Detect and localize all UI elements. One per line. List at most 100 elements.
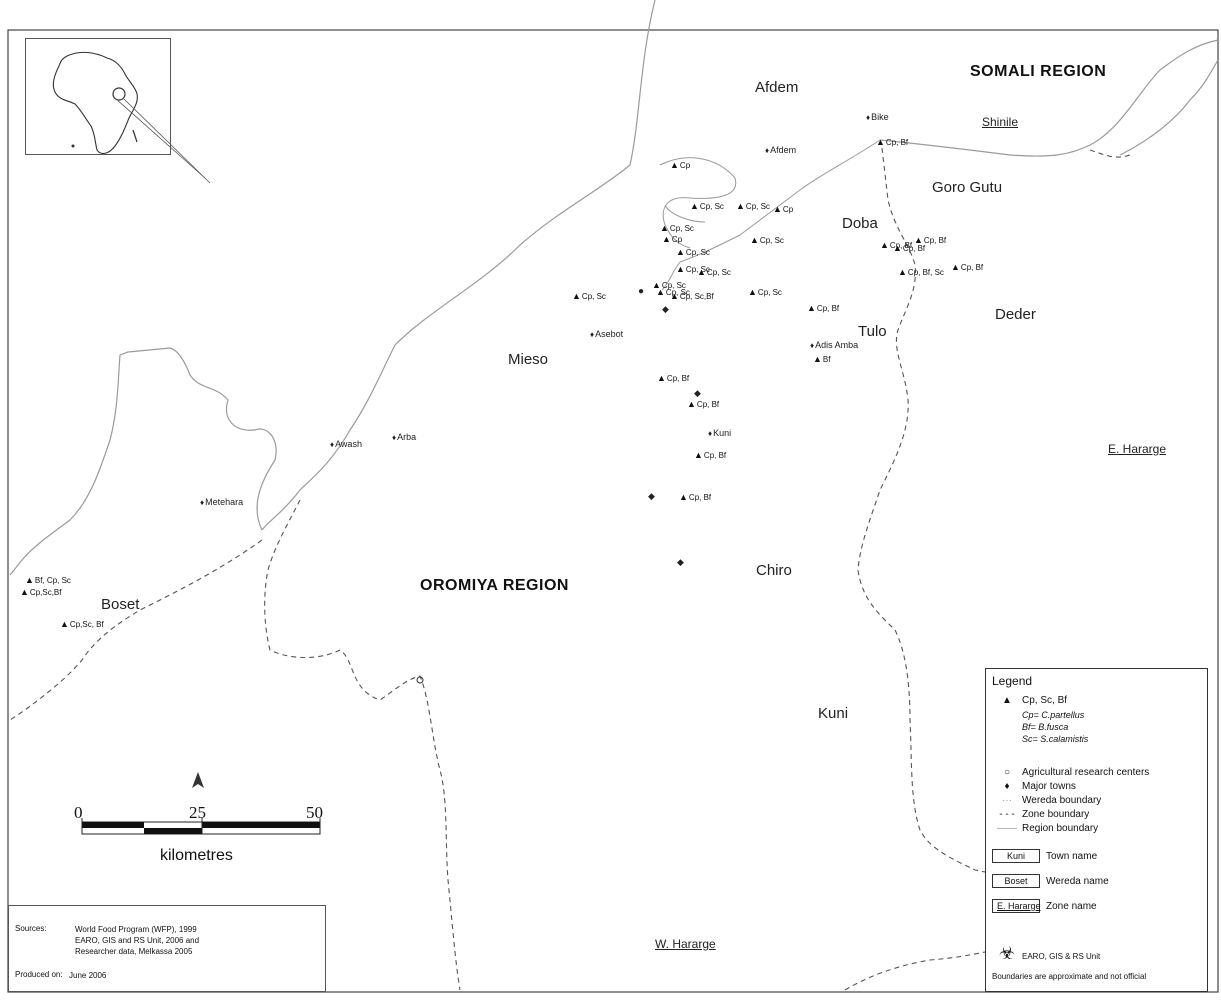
legend-zone-boundary-row: - - -Zone boundary — [992, 809, 1089, 820]
legend-disclaimer: Boundaries are approximate and not offic… — [992, 972, 1147, 981]
sample-site: Cp, Sc — [697, 268, 731, 277]
produced-value: June 2006 — [69, 971, 107, 980]
wereda-label-doba: Doba — [842, 215, 878, 232]
sample-site: Cp, Sc — [676, 248, 710, 257]
scale-bar: 0 25 50 kilometres — [74, 770, 323, 870]
wereda-label-kuni: Kuni — [818, 705, 849, 722]
sources-box: Sources: World Food Program (WFP), 1999 … — [8, 905, 326, 992]
sample-site: Cp, Sc — [736, 202, 770, 211]
sample-site: Cp, Sc — [652, 281, 686, 290]
sample-site: Cp, Bf — [694, 451, 726, 460]
sample-site: Cp, Sc — [572, 292, 606, 301]
zone-boundary-southwest — [9, 539, 263, 721]
zone-boundary-south — [844, 951, 986, 991]
sample-site: Cp, Sc — [656, 288, 690, 297]
sample-site: Cp, Bf — [807, 304, 839, 313]
town-marker: ◆ — [694, 388, 701, 398]
dashed-line-icon: - - - — [999, 809, 1015, 820]
legend-wereda-boundary-row: ···Wereda boundary — [992, 795, 1101, 806]
legend-research-row: ○Agricultural research centers — [992, 767, 1149, 778]
legend-bf-definition: Bf= B.fusca — [1022, 722, 1069, 732]
sources-line-1: World Food Program (WFP), 1999 — [75, 925, 197, 934]
zone-boundary-west — [264, 499, 461, 991]
sample-site: Cp,Sc, Bf — [60, 620, 104, 629]
produced-label: Produced on: — [15, 970, 63, 979]
sources-line-2: EARO, GIS and RS Unit, 2006 and — [75, 936, 200, 945]
sample-site: Cp, Bf — [687, 400, 719, 409]
region-boundary-main — [261, 0, 656, 531]
research-center-marker — [416, 676, 424, 684]
sample-site: Cp, Sc — [660, 224, 694, 233]
scale-tick-50: 50 — [306, 803, 323, 822]
region-label-oromiya: OROMIYA REGION — [420, 577, 569, 594]
town-marker: ◆ — [648, 491, 655, 501]
north-arrow-icon — [192, 772, 204, 788]
sample-site: Cp, Bf — [893, 244, 925, 253]
sample-site: Bf, Cp, Sc — [25, 576, 71, 585]
scale-tick-25: 25 — [189, 803, 206, 822]
legend-region-boundary-row: ——Region boundary — [992, 823, 1098, 834]
scale-unit: kilometres — [160, 847, 233, 864]
sample-site: Cp — [773, 205, 793, 214]
town-metehara: Metehara — [200, 498, 243, 507]
legend-sc-definition: Sc= S.calamistis — [1022, 734, 1089, 744]
town-afdem: Afdem — [765, 146, 796, 155]
zone-label-e-hararge: E. Hararge — [1108, 442, 1167, 456]
town-marker: ● — [638, 286, 645, 297]
sample-site: Cp, Sc — [750, 236, 784, 245]
sample-site: Cp, Bf — [679, 493, 711, 502]
wereda-label-goro-gutu: Goro Gutu — [932, 179, 1003, 196]
wereda-label-boset: Boset — [101, 596, 140, 613]
sample-site: Bf — [813, 355, 831, 364]
region-label-somali: SOMALI REGION — [970, 63, 1107, 80]
legend-cp-definition: Cp= C.partellus — [1022, 710, 1085, 720]
legend-unit-row: ☣EARO, GIS & RS Unit — [992, 943, 1100, 964]
town-adis-amba: Adis Amba — [810, 341, 858, 350]
zone-label-w-hararge: W. Hararge — [655, 937, 716, 951]
sample-site: Cp, Bf, Sc — [898, 268, 944, 277]
locator-inset — [25, 38, 171, 155]
triangle-icon: ▲ — [1002, 695, 1012, 706]
legend-site-row: ▲Cp, Sc, Bf — [992, 695, 1067, 706]
town-arba: Arba — [392, 433, 416, 442]
sample-site: Cp, Sc,Bf — [670, 292, 714, 301]
sample-site: Cp — [670, 161, 690, 170]
dotted-line-icon: ··· — [1002, 795, 1012, 806]
region-boundary-east — [879, 39, 1219, 157]
solid-line-icon: —— — [997, 823, 1017, 834]
sample-site: Cp, Sc — [748, 288, 782, 297]
scale-tick-0: 0 — [74, 803, 83, 822]
scale-bar-graphic — [81, 772, 321, 835]
legend-title: Legend — [992, 674, 1033, 688]
sample-site: Cp,Sc,Bf — [20, 588, 62, 597]
town-marker: ◆ — [677, 557, 684, 567]
zone-label-shinile: Shinile — [982, 115, 1019, 129]
map-frame — [7, 29, 1219, 993]
town-bike: Bike — [866, 113, 889, 122]
sample-site: Cp, Bf — [914, 236, 946, 245]
town-kuni: Kuni — [708, 429, 731, 438]
wereda-label-deder: Deder — [995, 306, 1036, 323]
sample-site: Cp, Bf — [657, 374, 689, 383]
town-marker: ◆ — [662, 304, 669, 314]
sample-site: Cp, Bf — [951, 263, 983, 272]
legend: Legend ▲Cp, Sc, Bf Cp= C.partellus Bf= B… — [985, 668, 1208, 992]
wereda-label-mieso: Mieso — [508, 351, 549, 368]
sources-label: Sources: — [15, 924, 47, 933]
wereda-label-afdem: Afdem — [755, 79, 799, 96]
sample-site: Cp, Bf — [876, 138, 908, 147]
sources-line-3: Researcher data, Melkassa 2005 — [75, 947, 193, 956]
diamond-icon: ♦ — [1004, 781, 1010, 792]
wereda-boundary-inner — [664, 204, 706, 223]
region-boundary-east-2 — [1119, 59, 1219, 156]
town-awash: Awash — [330, 440, 362, 449]
region-boundary-west — [9, 347, 277, 576]
circle-icon: ○ — [1003, 767, 1011, 778]
town-asebot: Asebot — [590, 330, 623, 339]
africa-inset — [52, 51, 211, 184]
sample-site: Cp, Sc — [690, 202, 724, 211]
